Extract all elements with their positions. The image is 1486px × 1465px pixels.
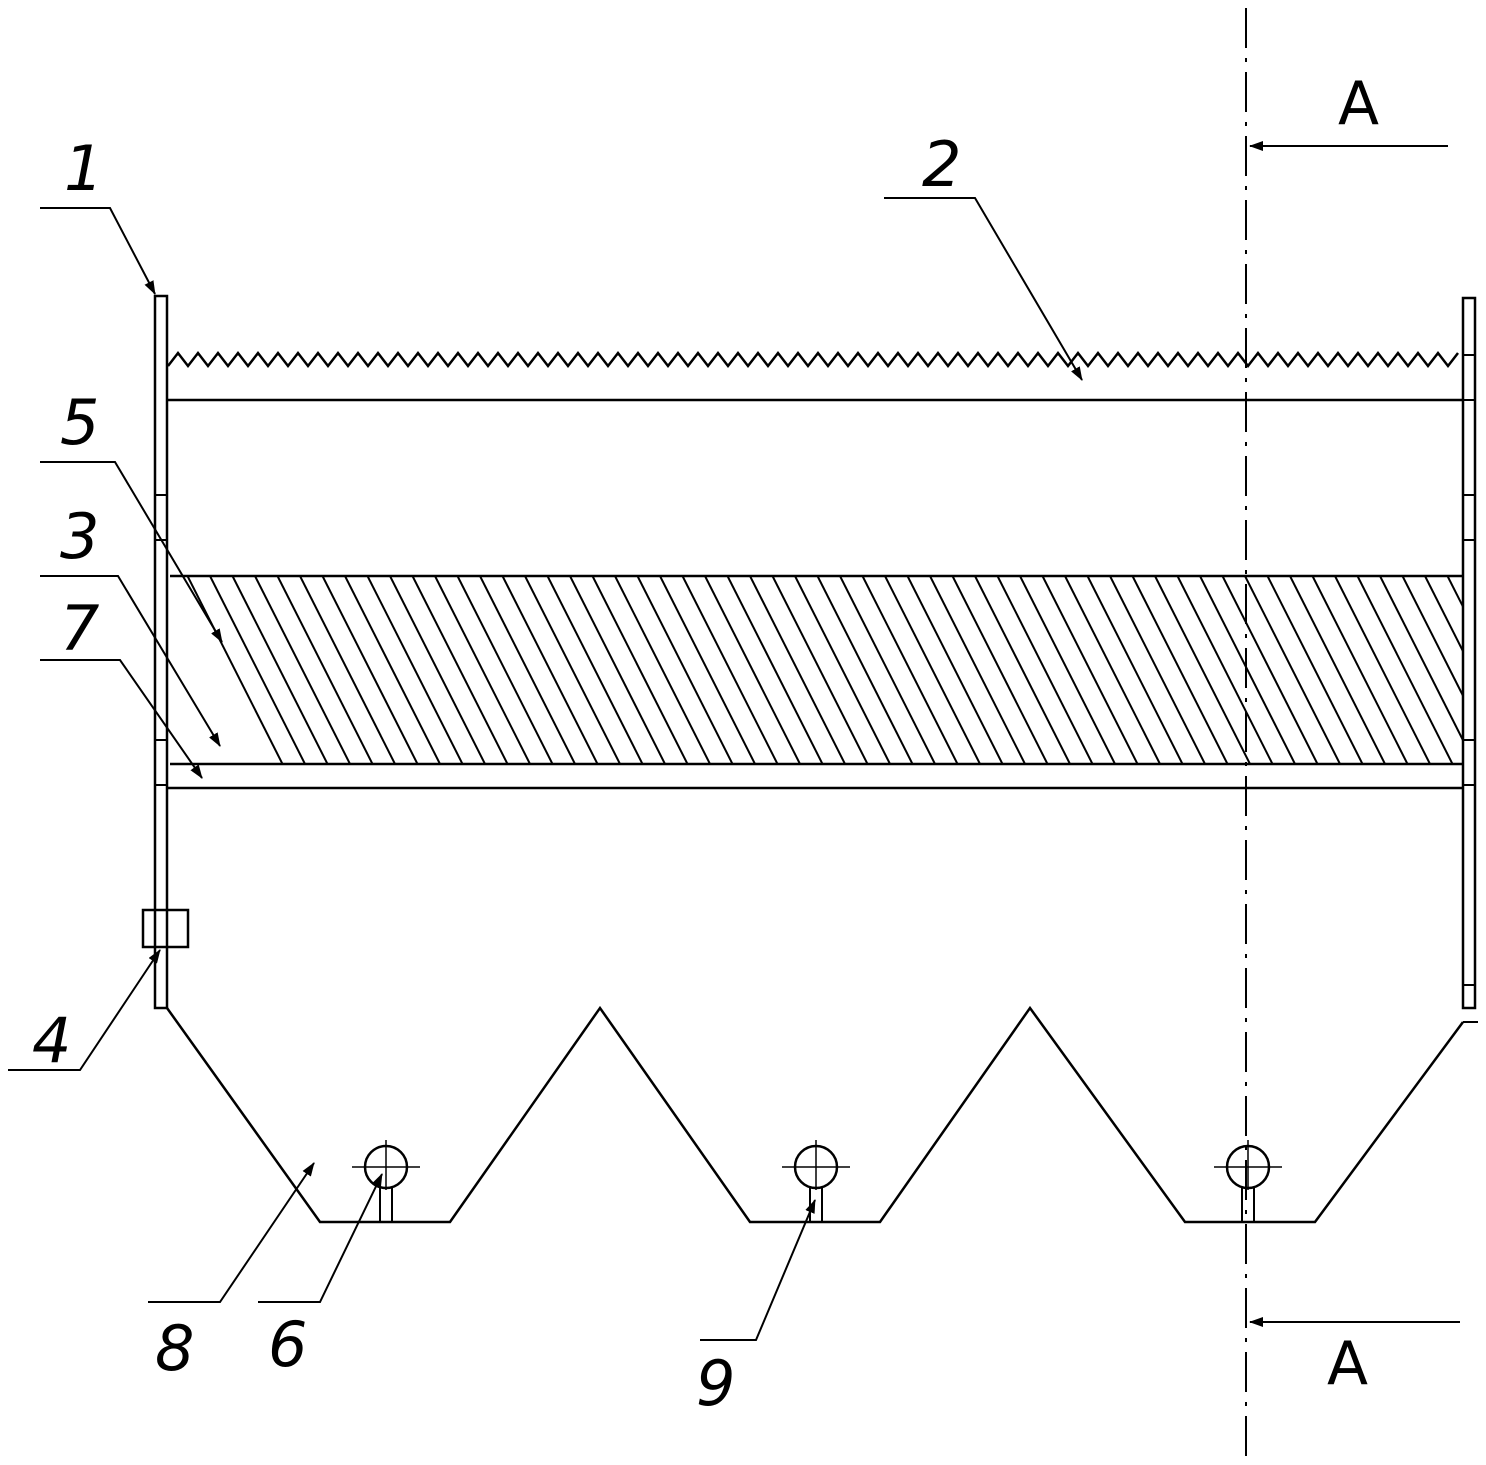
leader-lines (8, 197, 1083, 1341)
hatch-line (749, 576, 846, 764)
hatch-line (839, 576, 936, 764)
hatch-line (546, 576, 644, 764)
hatch-line (1470, 576, 1486, 764)
part-label-5: 5 (60, 386, 99, 459)
hatch-line (366, 576, 464, 764)
right-wall (1461, 296, 1478, 1023)
hatch-line (344, 576, 441, 764)
hatch-line (1311, 576, 1409, 764)
hatch-line (1131, 576, 1229, 764)
hatch-line (276, 576, 374, 764)
hatch-line (1064, 576, 1161, 764)
hatch-line (1221, 576, 1319, 764)
hatch-line (1379, 576, 1462, 764)
hatch-line (1199, 576, 1296, 764)
hatch-line (1424, 576, 1462, 764)
hatch-line (1154, 576, 1251, 764)
sludge-hopper (165, 1005, 1465, 1224)
sludge-outlet-3 (1214, 1140, 1282, 1222)
hatch-line (569, 576, 666, 764)
part-label-6: 6 (268, 1308, 307, 1381)
hatch-line (479, 576, 576, 764)
hatch-line (389, 576, 486, 764)
hatch-line (681, 576, 779, 764)
hatch-line (816, 576, 914, 764)
hatch-line (614, 576, 711, 764)
part-label-7: 7 (60, 592, 99, 665)
hatch-line (794, 576, 891, 764)
hatch-line (524, 576, 621, 764)
hatch-line (1356, 576, 1454, 764)
hatch-line (906, 576, 1004, 764)
hatch-line (974, 576, 1071, 764)
hatch-line (636, 576, 734, 764)
hatch-line (299, 576, 396, 764)
sludge-outlet-1 (352, 1140, 420, 1222)
hatch-line (951, 576, 1049, 764)
hatch-line (1266, 576, 1364, 764)
hatch-line (1041, 576, 1139, 764)
inclined-plate-pack (170, 574, 1486, 766)
hatch-line (1334, 576, 1431, 764)
hatch-line (1176, 576, 1274, 764)
left-wall (153, 294, 169, 1010)
hatch-line (411, 576, 509, 764)
hatch-line (704, 576, 801, 764)
hatch-line (254, 576, 351, 764)
hatch-line (1446, 576, 1462, 764)
hatch-line (209, 576, 306, 764)
sawtooth-weir (166, 350, 1463, 402)
part-label-1: 1 (64, 132, 103, 205)
hatch-line (434, 576, 531, 764)
part-label-4: 4 (32, 1004, 71, 1077)
part-label-2: 2 (922, 128, 961, 201)
hatch-line (456, 576, 554, 764)
hatch-line (929, 576, 1026, 764)
sludge-outlet-2 (782, 1140, 850, 1222)
hatch-line (1401, 576, 1462, 764)
part-label-8: 8 (155, 1312, 194, 1385)
section-label-bottom: A (1327, 1329, 1368, 1399)
section-label-top: A (1338, 69, 1379, 139)
inlet-box (141, 908, 190, 949)
hatch-line (231, 576, 329, 764)
hatch-line (1244, 576, 1341, 764)
hatch-line (884, 576, 981, 764)
hatch-line (726, 576, 824, 764)
hatch-line (861, 576, 959, 764)
hatch-line (771, 576, 869, 764)
hatch-line (1289, 576, 1386, 764)
hatch-line (1019, 576, 1116, 764)
part-label-3: 3 (60, 500, 99, 573)
hatch-line (501, 576, 599, 764)
hatch-line (659, 576, 756, 764)
hatch-line (591, 576, 689, 764)
hatch-line (1086, 576, 1184, 764)
hatch-line (321, 576, 419, 764)
part-label-9: 9 (696, 1347, 735, 1420)
hatch-line (996, 576, 1094, 764)
hatch-line (1109, 576, 1206, 764)
hatch-line (186, 576, 284, 764)
